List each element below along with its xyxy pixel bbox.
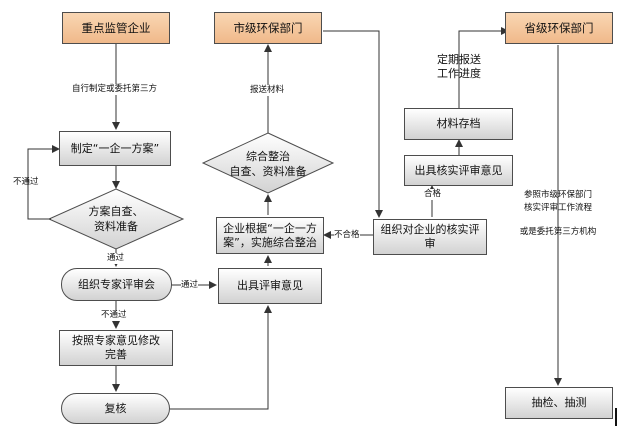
archive-box: 材料存档 xyxy=(404,108,513,140)
submit-materials-label: 报送材料 xyxy=(250,85,285,96)
recheck-pill: 复核 xyxy=(61,393,170,424)
verify-review-box: 组织对企业的核实评审 xyxy=(373,219,487,255)
report-progress-label: 定期报送 工作进度 xyxy=(437,53,481,80)
qualified-label: 合格 xyxy=(424,189,442,200)
unqualified-label: 不合格 xyxy=(334,230,360,241)
implement-box: 企业根据“一企一方案”，实施综合整治 xyxy=(216,217,324,254)
issue-verify-box: 出具核实评审意见 xyxy=(404,155,513,186)
header-city-epb: 市级环保部门 xyxy=(214,12,322,44)
header-province-epb: 省级环保部门 xyxy=(505,12,613,44)
rectify-check-diamond xyxy=(201,132,335,194)
issue-opinion-box: 出具评审意见 xyxy=(218,268,322,304)
expert-review-pill: 组织专家评审会 xyxy=(61,268,172,301)
note-line-1: 参照市级环保部门 xyxy=(523,190,592,200)
pass-down-label: 通过 xyxy=(107,253,125,264)
spot-check-box: 抽检、抽测 xyxy=(505,387,613,419)
note-line-2: 核实评审工作流程 xyxy=(523,203,592,213)
make-plan-box: 制定“一企一方案” xyxy=(59,131,171,166)
pass-right-label: 通过 xyxy=(181,280,199,291)
note-line-3: 或是委托第三方机构 xyxy=(519,227,597,237)
rectify-check-label: 综合整治 自查、资料准备 xyxy=(229,150,307,178)
self-check-label: 方案自查、 资料准备 xyxy=(88,205,144,233)
not-pass-left-label: 不通过 xyxy=(13,177,39,187)
not-pass-down-label: 不通过 xyxy=(101,310,127,321)
revise-box: 按照专家意见修改完善 xyxy=(59,330,173,366)
header-enterprise: 重点监管企业 xyxy=(62,12,170,44)
self-or-third-label: 自行制定或委托第三方 xyxy=(72,84,158,95)
